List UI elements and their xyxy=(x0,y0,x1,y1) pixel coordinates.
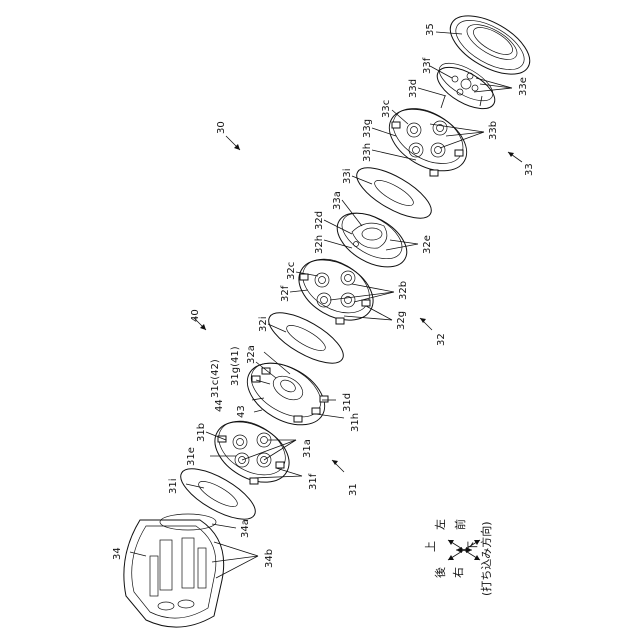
label-32a: 32a xyxy=(246,345,257,364)
label-35: 35 xyxy=(425,23,436,36)
label-40: 40 xyxy=(190,309,201,322)
label-30: 30 xyxy=(216,121,227,134)
label-31e: 31e xyxy=(186,447,197,466)
label-33f: 33f xyxy=(422,57,433,74)
part-34-housing xyxy=(124,514,224,627)
label-31h: 31h xyxy=(350,413,361,432)
label-34: 34 xyxy=(112,547,123,560)
label-31b: 31b xyxy=(196,423,207,442)
label-32b: 32b xyxy=(398,281,409,300)
label-33a: 33a xyxy=(332,191,343,210)
label-32e: 32e xyxy=(422,235,433,254)
label-31i: 31i xyxy=(168,478,179,494)
label-31a: 31a xyxy=(302,439,313,458)
label-32g: 32g xyxy=(396,311,407,330)
label-32i: 32i xyxy=(258,316,269,332)
label-33c: 33c xyxy=(381,100,392,118)
label-31g41: 31g(41) xyxy=(230,346,241,386)
label-33e: 33e xyxy=(518,77,529,96)
label-32: 32 xyxy=(436,333,447,346)
label-32c: 32c xyxy=(286,262,297,280)
label-43: 43 xyxy=(236,405,247,418)
label-31d: 31d xyxy=(342,393,353,412)
label-31: 31 xyxy=(348,483,359,496)
label-33h: 33h xyxy=(362,143,373,162)
label-33b: 33b xyxy=(488,121,499,140)
label-31c42: 31c(42) xyxy=(210,359,221,398)
label-33d: 33d xyxy=(408,79,419,98)
orient-left: 左 xyxy=(434,519,447,530)
label-31f: 31f xyxy=(308,473,319,490)
label-32f: 32f xyxy=(280,285,291,302)
label-34b: 34b xyxy=(264,549,275,568)
orient-back: 後 xyxy=(433,567,447,578)
label-33g: 33g xyxy=(362,119,373,138)
orient-front: 前 xyxy=(453,519,467,530)
orient-note: (打ち込み方向) xyxy=(479,521,493,596)
label-33i: 33i xyxy=(342,168,353,184)
label-32h: 32h xyxy=(314,235,325,254)
orient-up: 上 xyxy=(424,541,437,552)
label-32d: 32d xyxy=(314,211,325,230)
orientation-indicator: 上 左 前 後 右 下 (打ち込み方向) xyxy=(424,519,493,596)
label-44: 44 xyxy=(214,399,225,412)
orient-right: 右 xyxy=(451,567,465,578)
label-34a: 34a xyxy=(240,519,251,538)
label-33: 33 xyxy=(524,163,535,176)
orient-down: 下 xyxy=(466,541,479,552)
